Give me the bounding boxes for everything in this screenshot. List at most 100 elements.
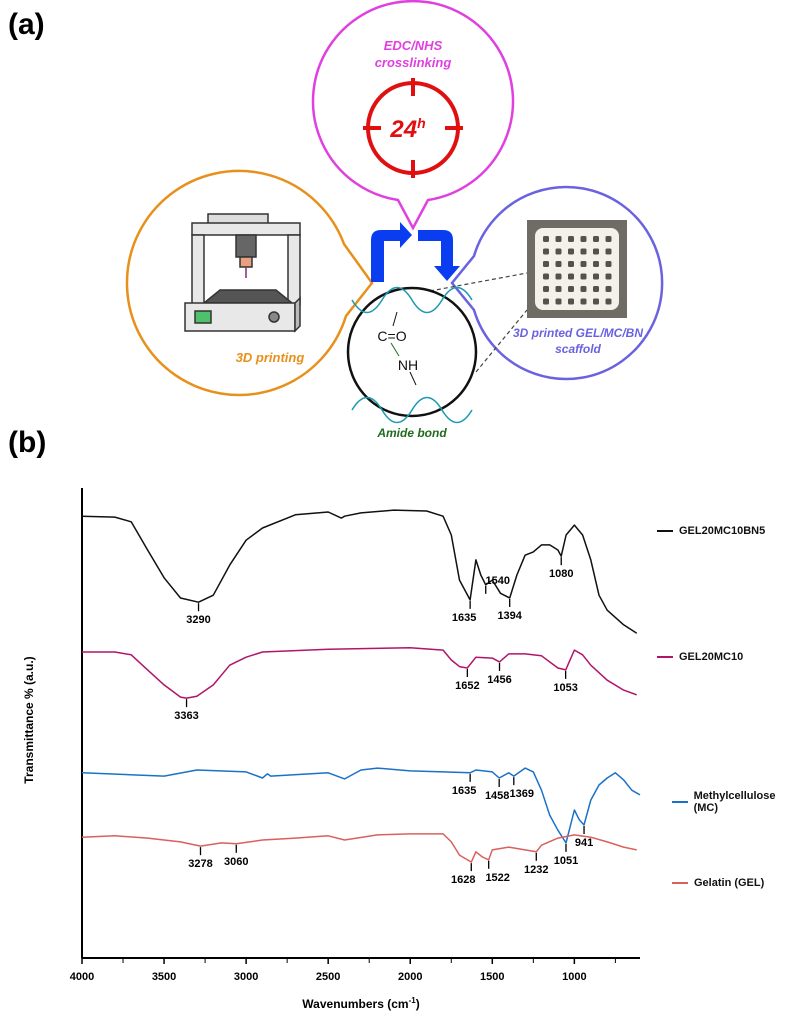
scaffold-pore: [605, 236, 612, 242]
scaffold-photo: [527, 220, 627, 318]
scaffold-pore: [580, 273, 587, 280]
amide-label: Amide bond: [376, 426, 447, 440]
scaffold-pore: [593, 236, 599, 242]
panel-a-label: (a): [8, 8, 45, 41]
x-tick-label: 2500: [316, 971, 340, 983]
crosslink-title-1: EDC/NHS: [384, 38, 443, 53]
peak-label: 1635: [452, 612, 476, 624]
scaffold-pore: [543, 236, 549, 242]
legend-swatch: [672, 801, 688, 803]
legend-item-methylcellulose: Methylcellulose (MC): [672, 790, 800, 814]
amide-co: C=O: [377, 328, 406, 344]
amide-bond-icon: [346, 286, 478, 424]
scaffold-pore: [543, 261, 549, 267]
scaffold-pore: [555, 286, 562, 292]
scaffold-label-2: scaffold: [555, 342, 601, 356]
panel-b-label: (b): [8, 426, 47, 459]
peak-label: 1369: [510, 788, 534, 800]
peak-label: 1540: [485, 575, 509, 587]
scaffold-label-1: 3D printed GEL/MC/BN: [513, 326, 643, 340]
peak-label: 1053: [553, 682, 577, 694]
scaffold-pore: [593, 286, 599, 292]
scaffold-pore: [555, 298, 562, 305]
scaffold-pore: [568, 273, 574, 280]
x-axis-label: Wavenumbers (cm-1): [302, 996, 419, 1011]
scaffold-pore: [593, 261, 599, 267]
peak-label: 3060: [224, 856, 248, 868]
printing-bubble: [125, 169, 374, 397]
series-line-1: [82, 647, 637, 699]
peak-label: 1628: [451, 874, 475, 886]
scaffold-pore: [593, 273, 599, 280]
scaffold-pore: [580, 261, 587, 267]
connector-line: [475, 309, 528, 373]
peak-label: 3290: [186, 614, 210, 626]
legend-label: GEL20MC10: [679, 651, 744, 663]
peak-label: 3363: [174, 710, 198, 722]
peak-label: 1652: [455, 680, 479, 692]
clock-icon: [363, 78, 463, 178]
clock-text: 24h: [389, 115, 425, 143]
legend-item-gel20mc10: GEL20MC10: [657, 651, 743, 663]
scaffold-pore: [605, 286, 612, 292]
legend-swatch: [672, 882, 688, 884]
peak-label: 1394: [497, 610, 522, 622]
scaffold-pore: [543, 273, 549, 280]
x-tick-label: 3000: [234, 971, 258, 983]
schematic-diagram: EDC/NHS crosslinking 24h 3D printing 3D …: [125, 0, 664, 440]
scaffold-pore: [580, 248, 587, 255]
legend-item-gel20mc10bn5: GEL20MC10BN5: [657, 525, 765, 537]
peak-label: 1051: [554, 855, 578, 867]
peak-label: 1232: [524, 864, 548, 876]
scaffold-pore: [580, 298, 587, 305]
peak-label: 1635: [452, 785, 476, 797]
scaffold-pore: [568, 298, 574, 305]
scaffold-pore: [543, 286, 549, 292]
legend-label: GEL20MC10BN5: [679, 525, 766, 537]
legend-swatch: [657, 656, 673, 658]
scaffold-pore: [580, 286, 587, 292]
scaffold-pore: [543, 248, 549, 255]
scaffold-pore: [568, 261, 574, 267]
crosslinking-bubble: [311, 0, 515, 231]
peak-label: 941: [575, 837, 593, 849]
series-line-0: [81, 509, 638, 634]
x-tick-label: 3500: [152, 971, 176, 983]
process-arrows-icon: [371, 222, 460, 282]
scaffold-pore: [605, 248, 612, 255]
amide-nh: NH: [398, 357, 418, 373]
scaffold-pore: [555, 261, 562, 267]
scaffold-pore: [605, 273, 612, 280]
scaffold-pore: [605, 298, 612, 305]
legend-label: Gelatin (GEL): [694, 877, 765, 889]
scaffold-pore: [580, 236, 587, 242]
scaffold-pore: [593, 298, 599, 305]
legend-item-gelatin: Gelatin (GEL): [672, 877, 764, 889]
peak-label: 1458: [485, 790, 509, 802]
x-tick-label: 4000: [70, 971, 94, 983]
legend-swatch: [657, 530, 673, 532]
scaffold-pore: [543, 298, 549, 305]
scaffold-pore: [568, 248, 574, 255]
peak-label: 3278: [188, 858, 212, 870]
series-line-2: [81, 767, 641, 844]
scaffold-pore: [555, 273, 562, 280]
crosslink-title-2: crosslinking: [375, 55, 452, 70]
connector-line: [429, 272, 528, 292]
peak-label: 1456: [487, 674, 511, 686]
printing-label: 3D printing: [236, 350, 305, 365]
x-tick-label: 1000: [562, 971, 586, 983]
peak-label: 1080: [549, 568, 573, 580]
scaffold-pore: [568, 286, 574, 292]
scaffold-pore: [593, 248, 599, 255]
series-line-3: [81, 833, 637, 863]
y-axis-label: Transmittance % (a.u.): [22, 656, 36, 783]
legend-label: Methylcellulose (MC): [693, 790, 776, 814]
x-tick-label: 2000: [398, 971, 422, 983]
scaffold-pore: [555, 248, 562, 255]
scaffold-pore: [555, 236, 562, 242]
scaffold-pore: [605, 261, 612, 267]
3d-printer-icon: [184, 213, 301, 333]
x-tick-label: 1500: [480, 971, 504, 983]
scaffold-pore: [568, 236, 574, 242]
